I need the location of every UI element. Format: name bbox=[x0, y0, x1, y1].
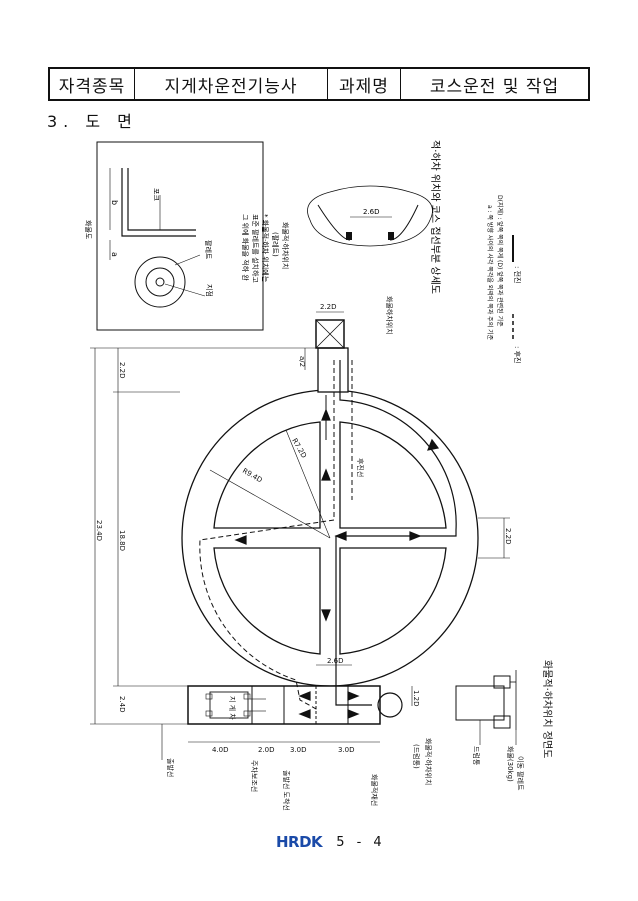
legend2-cargo: 화물(30kg) bbox=[506, 746, 514, 782]
pallet-note-3: 표준 팔레트를 설치하고 bbox=[251, 214, 260, 283]
label-22d-right: 2.2D bbox=[504, 528, 512, 545]
hrdk-logo: HRDK bbox=[276, 833, 323, 851]
label-cargo-load: 화물적재선 bbox=[370, 774, 379, 806]
header-value-field: 지게차운전기능사 bbox=[135, 69, 328, 99]
label-24d: 2.4D bbox=[118, 696, 126, 713]
pallet-note-4: 그 위에 화물을 적하 완 bbox=[241, 214, 250, 281]
pallet-label-palette: 팔레트 bbox=[204, 240, 213, 260]
detail-title: 적·하차 위치와 코스 접선부분 상세도 bbox=[429, 140, 442, 294]
pallet-note-1: (팔레트) bbox=[271, 232, 280, 257]
pallet-label-center: 지점 bbox=[205, 284, 214, 297]
label-234: 23.4D bbox=[95, 520, 103, 541]
label-front-stop: 주차보조선 bbox=[250, 760, 259, 792]
junction-detail: 2.6D bbox=[307, 185, 433, 247]
bottom-dim-3: 3.0D bbox=[338, 746, 355, 754]
label-12d: 1.2D bbox=[412, 690, 420, 707]
legend2-pallet: 이동 팔레트 bbox=[516, 756, 525, 791]
pallet-label-panel: 화물도 bbox=[84, 220, 92, 240]
label-wall: 화물하차위치 bbox=[385, 296, 394, 335]
pallet-label-fork: 포크 bbox=[152, 188, 160, 201]
detail-dim-26d: 2.6D bbox=[363, 208, 380, 216]
label-r94: R9.4D bbox=[241, 467, 264, 485]
label-22d-top: 2.2D bbox=[320, 303, 337, 311]
front-view-labels: 화물적·하차위치 정면도 화물(30kg) 이동 팔레트 드럼통 bbox=[472, 660, 554, 791]
line-legend: : 전진 : 후진 D(지게) : 앞쪽 쪽의 쪽게 (D) 앞쪽 쪽과 관련된… bbox=[486, 195, 522, 363]
header-label-task: 과제명 bbox=[328, 69, 401, 99]
detail-note1: D(지게) : 앞쪽 쪽의 쪽게 (D) 앞쪽 쪽과 관련된 기준 bbox=[496, 195, 504, 327]
label-r72: R7.2D bbox=[290, 437, 308, 460]
pallet-label-a: a bbox=[110, 252, 119, 257]
bottom-dim-1: 2.0D bbox=[258, 746, 275, 754]
reverse-path bbox=[199, 360, 353, 711]
pallet-note-2: * 화물적·하차 위치에는 bbox=[261, 214, 270, 283]
pallet-detail-box: b a 포크 팔레트 지점 화물도 bbox=[84, 141, 264, 331]
front-view-legend bbox=[455, 670, 517, 745]
header-table: 자격종목 지게차운전기능사 과제명 코스운전 및 작업 bbox=[48, 67, 590, 101]
label-22d-left: 2.2D bbox=[118, 362, 126, 379]
course-labels: 화물하차위치 a/2 2.2D 2.2D R7.2D R9.4D 23.4D 1… bbox=[95, 296, 512, 811]
bottom-dim-2: 3.0D bbox=[290, 746, 307, 754]
label-cargo-pos: 화물적·하차위치 bbox=[424, 738, 433, 785]
header-label-field: 자격종목 bbox=[50, 69, 135, 99]
page-number: 5 - 4 bbox=[336, 834, 386, 850]
forward-path bbox=[234, 360, 457, 719]
label-a2: a/2 bbox=[298, 356, 306, 367]
label-reverse: 후진선 bbox=[356, 458, 365, 477]
pallet-notes: 화물적·하차위치 (팔레트) * 화물적·하차 위치에는 표준 팔레트를 설치하… bbox=[241, 214, 290, 283]
legend-dashed: : 후진 bbox=[513, 346, 522, 363]
label-drum: (드럼통) bbox=[412, 744, 420, 769]
label-26d-bottom: 2.6D bbox=[327, 657, 344, 665]
header-value-task: 코스운전 및 작업 bbox=[429, 76, 560, 97]
legend2-drum: 드럼통 bbox=[472, 746, 480, 766]
bottom-dim-0: 4.0D bbox=[212, 746, 229, 754]
footer: HRDK 5 - 4 bbox=[276, 833, 386, 851]
pallet-label-b: b bbox=[110, 200, 119, 205]
label-start: 출발선 bbox=[166, 758, 175, 777]
label-188: 18.8D bbox=[118, 530, 126, 551]
legend-solid: : 전진 bbox=[513, 266, 522, 283]
detail-note2: a : 쪽 방향 사이의 사각 쪽각을 외곽의 쪽과 주의 기준 bbox=[486, 205, 494, 341]
legend2-title: 화물적·하차위치 정면도 bbox=[541, 660, 554, 758]
pallet-note-0: 화물적·하차위치 bbox=[281, 222, 290, 269]
section-title: 3. 도 면 bbox=[47, 112, 138, 131]
label-stop-line: 출발선 도착선 bbox=[282, 770, 291, 811]
dimension-lines bbox=[90, 311, 510, 760]
label-forklift: 지 게 차 bbox=[228, 696, 237, 720]
